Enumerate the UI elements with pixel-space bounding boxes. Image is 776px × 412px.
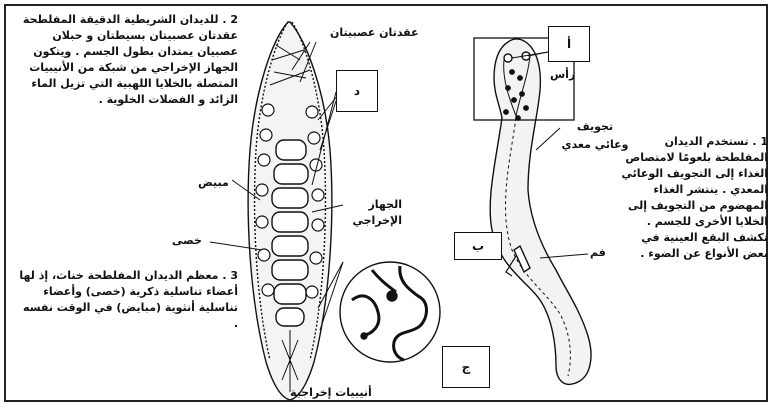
- paragraph-1: 1 . تستخدم الديدان المفلطحة بلعومًا لامت…: [618, 134, 768, 262]
- excretory-tubule-inset: [340, 262, 440, 362]
- label-ganglia: عقدتان عصبيتان: [330, 26, 419, 39]
- label-excretory-system: الجهاز الإخراجي: [346, 197, 402, 229]
- label-mouth: فم: [590, 246, 606, 259]
- paragraph-2: 2 . للديدان الشريطية الدقيقة المفلطحة عق…: [16, 12, 238, 108]
- label-excretory-tubules: أنيبيات إخراجية: [290, 386, 372, 399]
- label-head: رأس: [550, 68, 575, 81]
- label-ovary: مبيض: [198, 176, 229, 189]
- box-label-b: ب: [454, 232, 502, 260]
- paragraph-3: 3 . معظم الديدان المفلطحة خناث، إذ لها أ…: [16, 268, 238, 332]
- box-label-a: أ: [548, 26, 590, 62]
- box-label-d: د: [336, 70, 378, 112]
- label-gastrovascular: تجويف وعائي معدي: [560, 118, 630, 154]
- box-label-j: ج: [442, 346, 490, 388]
- flatworm-right-illustration: [490, 39, 591, 384]
- label-testis: خصى: [172, 234, 202, 247]
- flatworm-left-illustration: [248, 22, 332, 400]
